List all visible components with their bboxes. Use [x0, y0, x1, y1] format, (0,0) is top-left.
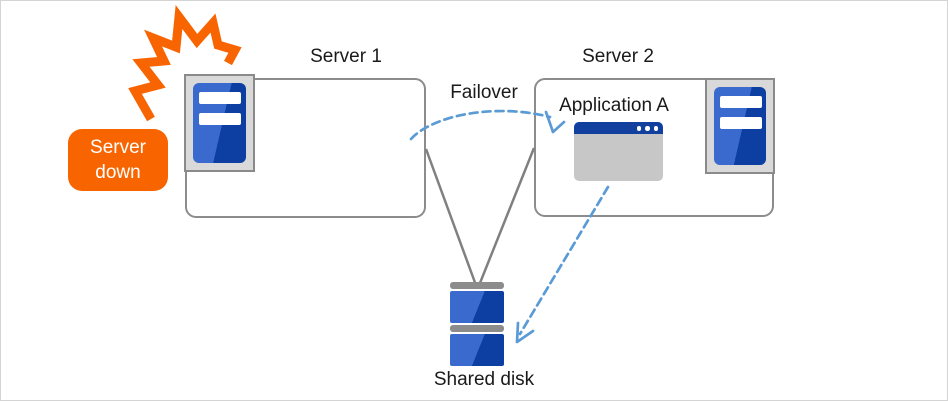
server-down-label-line2: down [95, 162, 141, 183]
server-tower-front [193, 83, 246, 163]
server-tower-icon [184, 74, 255, 172]
server-panel-bar [720, 96, 762, 108]
server-panel-bar [199, 113, 241, 125]
disk-top-bar [450, 282, 504, 289]
app-to-disk-arrowhead-icon [515, 321, 535, 344]
application-window-titlebar [574, 122, 663, 134]
server-down-badge: Server down [68, 129, 168, 191]
server-tower-icon [705, 78, 775, 174]
disk-block [450, 291, 504, 323]
disk-connection-line-left [424, 148, 479, 289]
shared-disk-label: Shared disk [433, 369, 535, 390]
server-panel-bar [720, 117, 762, 129]
server2-title: Server 2 [582, 46, 654, 67]
disk-middle-bar [450, 325, 504, 332]
server1-title: Server 1 [310, 46, 382, 67]
server-panel-bar [199, 92, 241, 104]
disk-connection-line-right [476, 147, 536, 289]
application-window-icon [574, 122, 663, 181]
disk-stack-icon [450, 282, 504, 366]
application-label: Application A [559, 95, 669, 116]
window-dots-icon [636, 126, 658, 131]
failover-label: Failover [450, 82, 518, 103]
failover-arrow [409, 109, 552, 141]
disk-block [450, 334, 504, 366]
server-tower-front [714, 87, 766, 165]
server-down-label-line1: Server [90, 136, 146, 158]
